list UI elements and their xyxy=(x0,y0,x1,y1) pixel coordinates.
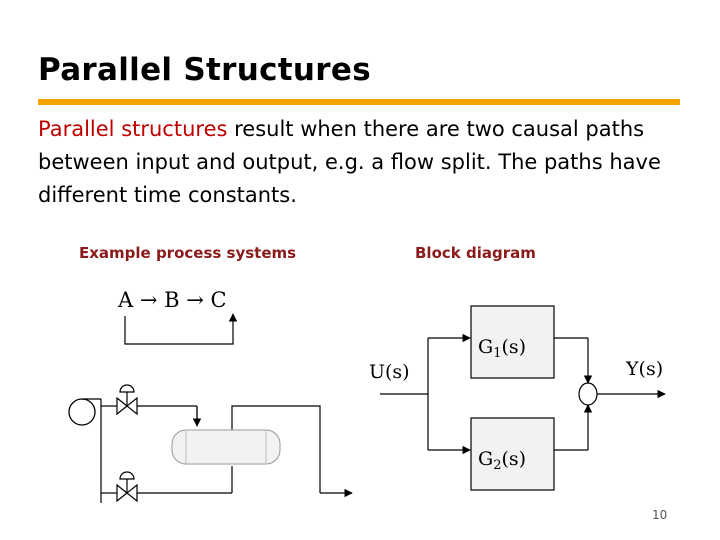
summing-junction xyxy=(578,382,598,406)
g1-suffix: (s) xyxy=(501,336,526,358)
g1-subscript: 1 xyxy=(493,346,501,361)
g2-suffix: (s) xyxy=(501,448,526,470)
body-highlight: Parallel structures xyxy=(38,117,228,141)
g1-block: G1(s) xyxy=(470,305,555,379)
title-underline xyxy=(38,99,680,105)
g2-base: G xyxy=(478,448,493,470)
reaction-sequence: A → B → C xyxy=(118,288,227,312)
input-label: U(s) xyxy=(369,361,410,383)
svg-text:G2(s): G2(s) xyxy=(478,448,526,473)
block-diagram-label: Block diagram xyxy=(415,244,536,262)
slide-number: 10 xyxy=(652,508,668,522)
tank-vessel-icon xyxy=(171,429,281,465)
branch-arrows xyxy=(428,333,666,455)
page-title: Parallel Structures xyxy=(38,52,371,88)
valve-upper-icon xyxy=(116,384,138,416)
output-label: Y(s) xyxy=(625,358,663,380)
example-process-label: Example process systems xyxy=(79,244,297,262)
reaction-bypass-arrow xyxy=(124,313,238,345)
valve-lower-icon xyxy=(116,471,138,503)
g1-base: G xyxy=(478,336,493,358)
body-text-rest: result when there are two causal paths b… xyxy=(38,117,661,207)
svg-text:G1(s): G1(s) xyxy=(478,336,526,361)
body-paragraph: Parallel structures result when there ar… xyxy=(38,113,688,212)
g2-subscript: 2 xyxy=(493,458,501,473)
g2-block: G2(s) xyxy=(470,417,555,491)
pump-icon xyxy=(68,398,101,426)
block-diagram-lines xyxy=(380,337,588,451)
